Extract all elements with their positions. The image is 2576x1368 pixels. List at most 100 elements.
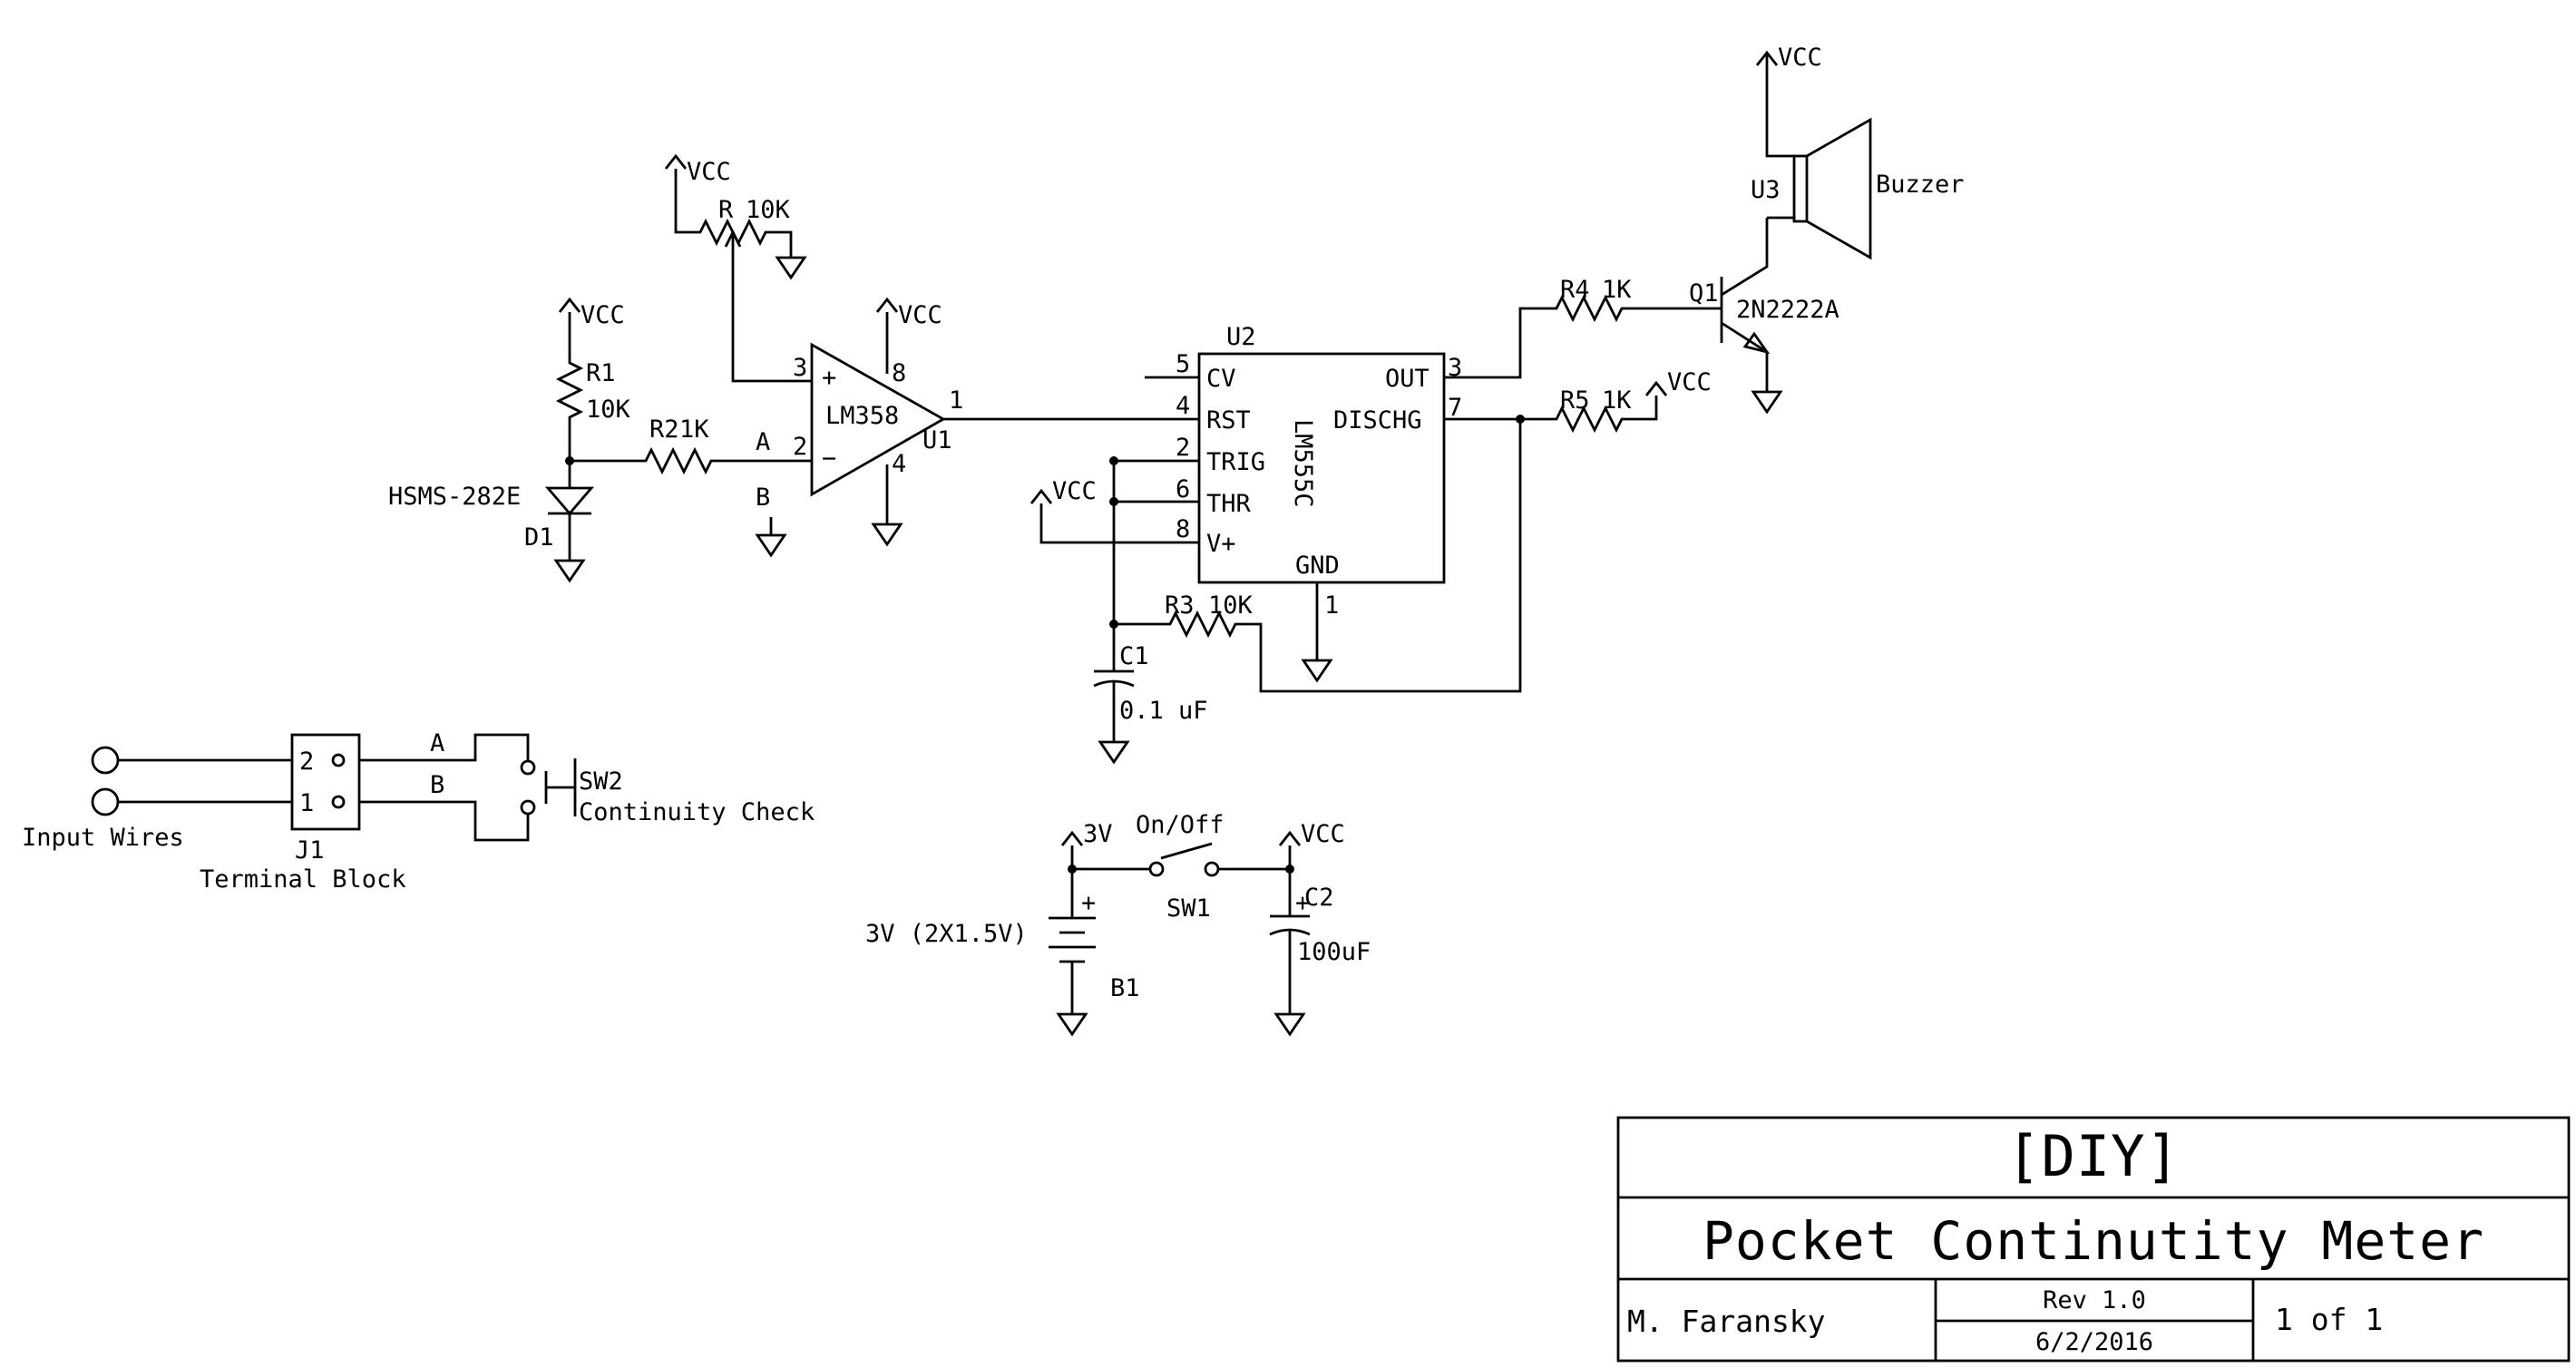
q1-ref: Q1 [1689,279,1719,308]
vcc-pot-label: VCC [687,158,731,186]
input-section-group: Input Wires 2 1 J1 Terminal Block A B SW… [22,729,815,894]
u2-555-group: U2 LM555C CV 5 RST 4 TRIG 2 THR 6 VCC V+… [1029,323,1462,683]
u1-pin2: 2 [793,433,807,461]
u2-timer [1197,352,1446,584]
vcc-u2-label: VCC [1052,477,1097,505]
r4-resistor [1444,294,1722,379]
r3-ref: R3 [1165,591,1195,620]
title-block-revision: Rev 1.0 [2043,1286,2146,1314]
u1-ref: U1 [922,426,952,454]
gnd-b-symbol [755,533,787,558]
gnd-d1-symbol [553,559,586,583]
r1-ref: R1 [586,359,616,387]
junction-vcc [1285,865,1294,874]
sw2-contact-top [520,759,536,776]
c2-ref: C2 [1304,884,1334,912]
u1-part: LM358 [825,402,899,430]
u2-pin8: 8 [1176,515,1190,543]
r-pot-ref: R [718,196,734,224]
r3-resistor [1114,419,1522,693]
b1-value: 3V (2X1.5V) [865,920,1028,948]
gnd-pot-symbol [775,256,807,280]
r-pot-value: 10K [746,196,791,224]
junction-thr [1109,497,1118,506]
output-stage-group: R4 1K VCC R5 1K Q1 2N2222A [1444,218,1839,434]
sw2-contact-bottom [520,799,536,816]
u2-dischg: DISCHG [1333,406,1422,435]
net-b2-label: B [430,771,444,799]
d1-ref: D1 [524,523,554,552]
u1-opamp-group: + − LM358 3 2 VCC 8 4 U1 1 [793,297,963,547]
junction-3v [1068,865,1077,874]
vcc-buzzer-label: VCC [1778,44,1822,72]
u1-pin8: 8 [892,359,906,387]
gnd-u2-symbol [1301,659,1333,683]
r4-ref: R4 [1560,276,1590,304]
u2-pin6: 6 [1176,475,1190,503]
r4-value: 1K [1602,276,1632,304]
net-a-label: A [756,428,770,456]
u1-opamp [810,342,946,497]
sw1-switch [1160,842,1213,860]
j1-terminal-block [290,733,361,831]
buzzer-cone [1806,117,1872,260]
u2-pin7: 7 [1448,394,1462,422]
u2-ref: U2 [1226,323,1256,351]
junction-c1 [1109,620,1118,629]
u1-minus: − [822,445,836,473]
u2-pin2: 2 [1176,434,1190,462]
r5-resistor [1444,396,1658,434]
u2-part: LM555C [1289,419,1317,508]
junction-dischg [1516,415,1525,424]
j1-ref: J1 [295,836,325,865]
vcc-r5-label: VCC [1667,368,1712,396]
sw2-ref: SW2 [579,767,623,796]
u2-out: OUT [1385,365,1429,393]
u2-pin4: 4 [1176,392,1190,420]
gnd-b1-symbol [1056,1012,1088,1037]
v3-label: 3V [1083,820,1113,848]
u2-trig: TRIG [1206,448,1265,476]
r1-resistor [555,336,584,461]
r1-resistor-group: VCC R1 10K [555,297,631,461]
title-block-date: 6/2/2016 [2035,1328,2153,1356]
d1-diode-group: HSMS-282E D1 [388,461,595,583]
vcc-r1-label: VCC [581,301,625,329]
sw1-contact-b [1204,861,1220,877]
d1-part: HSMS-282E [388,483,521,511]
net-b-label: B [756,484,770,512]
u2-pin5: 5 [1176,350,1190,378]
vcc-c2-label: VCC [1301,820,1345,848]
gnd-q1-symbol [1751,390,1783,415]
u2-pin3: 3 [1448,354,1462,382]
sw1-contact-a [1148,861,1165,877]
title-block-author: M. Faransky [1627,1304,1826,1339]
d1-diode [544,486,595,516]
u1-plus: + [822,364,836,392]
buzzer-body [1792,154,1809,223]
sw1-ref: SW1 [1166,894,1211,923]
sw2-switch [544,758,577,816]
u3-ref: U3 [1751,176,1781,204]
r5-ref: R5 [1560,386,1590,415]
title-block-title: Pocket Continutity Meter [1703,1210,2484,1272]
sw1-part: On/Off [1136,811,1225,839]
u1-pin1: 1 [949,386,963,415]
vcc-u1-label: VCC [898,301,942,329]
r2-value: 1K [679,415,709,444]
r2-resistor-group: R2 1K A B [570,415,812,558]
net-a2-label: A [430,729,444,757]
u1-pin4: 4 [892,450,906,478]
u2-rst: RST [1206,406,1251,435]
junction-trig [1109,456,1118,465]
input-wire-a [91,746,120,775]
j1-pin1: 1 [299,789,314,817]
u2-pin1: 1 [1324,591,1339,620]
r-potentiometer-group: VCC R 10K [664,153,812,383]
gnd-c2-symbol [1273,1012,1306,1037]
timing-network-group: C1 0.1 uF R3 10K [1093,419,1522,765]
r2-ref: R2 [649,415,679,444]
sw2-part: Continuity Check [579,798,815,826]
r5-value: 1K [1602,386,1632,415]
